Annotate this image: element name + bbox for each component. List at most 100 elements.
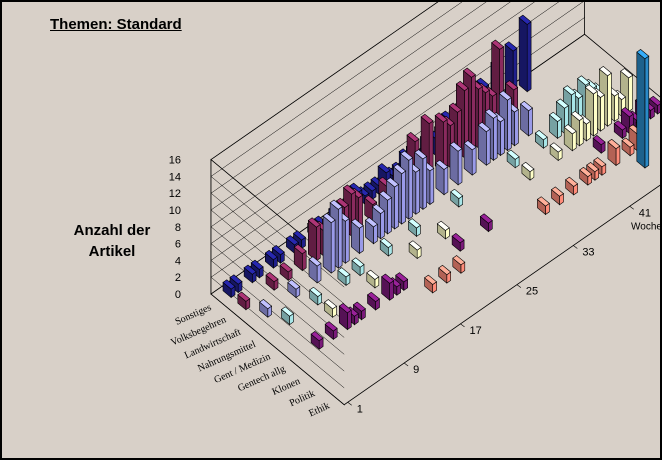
bar-top	[250, 259, 264, 270]
bar	[366, 269, 380, 289]
bar	[293, 230, 306, 250]
bar	[250, 259, 264, 279]
week-tick-label: 9	[413, 364, 419, 376]
bar-top	[324, 321, 338, 332]
bar	[379, 190, 392, 235]
bar-top	[577, 75, 591, 86]
bar-top	[222, 279, 236, 290]
bar-front	[579, 117, 584, 147]
bar-top	[534, 130, 548, 141]
bar-front	[415, 169, 421, 215]
y-tick-label: 8	[175, 222, 181, 234]
bar	[363, 181, 377, 201]
bar-front	[387, 197, 392, 235]
bar-top	[279, 262, 293, 273]
bar-front	[389, 280, 394, 301]
bar-top	[435, 159, 449, 170]
bar-front	[500, 118, 505, 157]
bar	[518, 14, 532, 93]
bar-top	[324, 299, 337, 310]
bar	[222, 279, 236, 299]
bar-top	[518, 14, 532, 25]
bar	[449, 141, 463, 186]
bar	[381, 273, 395, 301]
bar-front	[557, 118, 562, 139]
bar-top	[264, 249, 278, 261]
bar-top	[506, 149, 520, 160]
bar-top	[363, 181, 377, 192]
bar-top	[337, 267, 351, 278]
chart-walls	[210, 2, 660, 406]
bar	[613, 120, 627, 140]
bar-front	[614, 92, 619, 122]
bar-top	[570, 110, 584, 121]
bar-top	[584, 84, 598, 95]
bar	[607, 138, 621, 167]
bar	[243, 264, 257, 284]
bar	[563, 124, 577, 152]
bar-top	[351, 257, 365, 268]
bar-front	[607, 72, 612, 127]
bar	[309, 286, 323, 306]
bar-top	[307, 217, 321, 228]
bar-top	[455, 80, 469, 92]
bar-top	[309, 286, 323, 297]
bar-top	[364, 195, 378, 206]
bar-top	[565, 176, 579, 187]
bar-top	[649, 95, 660, 106]
y-tick-label: 4	[175, 255, 181, 267]
bar	[435, 159, 449, 196]
bar-top	[498, 90, 512, 101]
bar	[281, 306, 294, 326]
bar-front	[507, 96, 512, 152]
bar-top	[379, 237, 393, 248]
bar	[352, 301, 366, 321]
bar-top	[620, 68, 634, 79]
bar-top	[322, 212, 336, 224]
bar-top	[520, 100, 533, 112]
bar-top	[293, 230, 306, 241]
bar-top	[336, 197, 349, 208]
bar-front	[380, 210, 385, 240]
bar-top	[613, 120, 627, 131]
bar-top	[438, 264, 452, 276]
y-tick-label: 0	[175, 289, 181, 301]
y-tick-label: 12	[169, 188, 181, 200]
bar-top	[504, 41, 518, 52]
bar-top	[549, 142, 563, 153]
bar-top	[352, 301, 366, 312]
bar	[307, 217, 321, 262]
bar-top	[621, 137, 635, 148]
bar-top	[310, 331, 324, 342]
week-tick-mark	[516, 284, 522, 288]
bar-front	[471, 146, 477, 176]
y-tick-label: 6	[175, 239, 181, 251]
week-tick-label: 41	[639, 207, 651, 219]
bar	[479, 213, 493, 233]
bar-top	[593, 157, 607, 168]
bar	[534, 130, 548, 149]
bar-front	[628, 74, 633, 113]
bar-front	[373, 223, 378, 245]
gridline	[210, 2, 535, 338]
category-label: Ethik	[307, 400, 331, 419]
bar	[407, 218, 421, 238]
bar-top	[521, 161, 535, 173]
bar-top	[592, 135, 606, 146]
bar	[324, 299, 337, 318]
bar	[438, 264, 452, 284]
bar	[579, 166, 593, 186]
bar-top	[366, 269, 380, 280]
bar-front	[514, 108, 519, 147]
bar-top	[620, 107, 634, 118]
bar-top	[477, 121, 491, 133]
chart-bars	[222, 14, 660, 350]
bar-top	[450, 188, 464, 199]
bar-front	[526, 21, 532, 93]
bar-front	[528, 107, 533, 137]
bar-front	[493, 115, 498, 161]
bar-top	[449, 141, 463, 152]
bar-top	[598, 66, 612, 77]
